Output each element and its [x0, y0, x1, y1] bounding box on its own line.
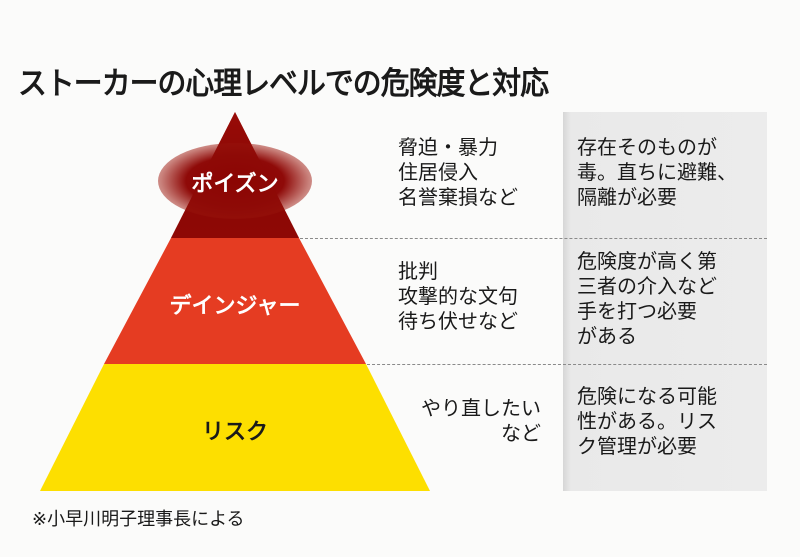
response-panel — [563, 112, 767, 491]
behaviors-risk: やり直したい など — [405, 396, 541, 446]
behavior-line: やり直したい — [421, 396, 541, 420]
behavior-line: 脅迫・暴力 — [398, 135, 498, 159]
behavior-line: 名誉棄損など — [398, 185, 518, 209]
behavior-line: 批判 — [398, 259, 438, 283]
response-risk: 危険になる可能 性がある。リス ク管理が必要 — [577, 384, 717, 459]
tier-danger — [104, 238, 366, 364]
tier-risk — [40, 364, 430, 491]
response-line: 性がある。リス — [577, 409, 717, 433]
response-line: がある — [577, 324, 637, 348]
tier-label-danger: デインジャー — [169, 294, 301, 319]
response-danger: 危険度が高く第 三者の介入など 手を打つ必要 がある — [577, 249, 717, 349]
response-poison: 存在そのものが 毒。直ちに避難、 隔離が必要 — [577, 135, 737, 210]
tier-label-poison: ポイズン — [191, 172, 279, 197]
response-line: 三者の介入など — [577, 274, 717, 298]
response-line: 隔離が必要 — [577, 185, 677, 209]
separator-danger-risk — [367, 364, 767, 365]
behavior-line: 住居侵入 — [398, 160, 478, 184]
response-line: 存在そのものが — [577, 135, 717, 159]
separator-poison-danger — [300, 238, 767, 239]
behavior-line: 攻撃的な文句 — [398, 284, 518, 308]
behaviors-poison: 脅迫・暴力 住居侵入 名誉棄損など — [398, 135, 518, 210]
behavior-line: など — [501, 421, 541, 445]
source-footnote: ※小早川明子理事長による — [32, 509, 245, 530]
response-line: 毒。直ちに避難、 — [577, 160, 737, 184]
response-line: 危険になる可能 — [577, 384, 717, 408]
diagram-title: ストーカーの心理レベルでの危険度と対応 — [18, 66, 549, 102]
tier-label-risk: リスク — [201, 420, 269, 445]
response-line: ク管理が必要 — [577, 434, 697, 458]
behavior-line: 待ち伏せなど — [398, 309, 518, 333]
response-line: 手を打つ必要 — [577, 299, 697, 323]
response-line: 危険度が高く第 — [577, 249, 717, 273]
behaviors-danger: 批判 攻撃的な文句 待ち伏せなど — [398, 259, 518, 334]
